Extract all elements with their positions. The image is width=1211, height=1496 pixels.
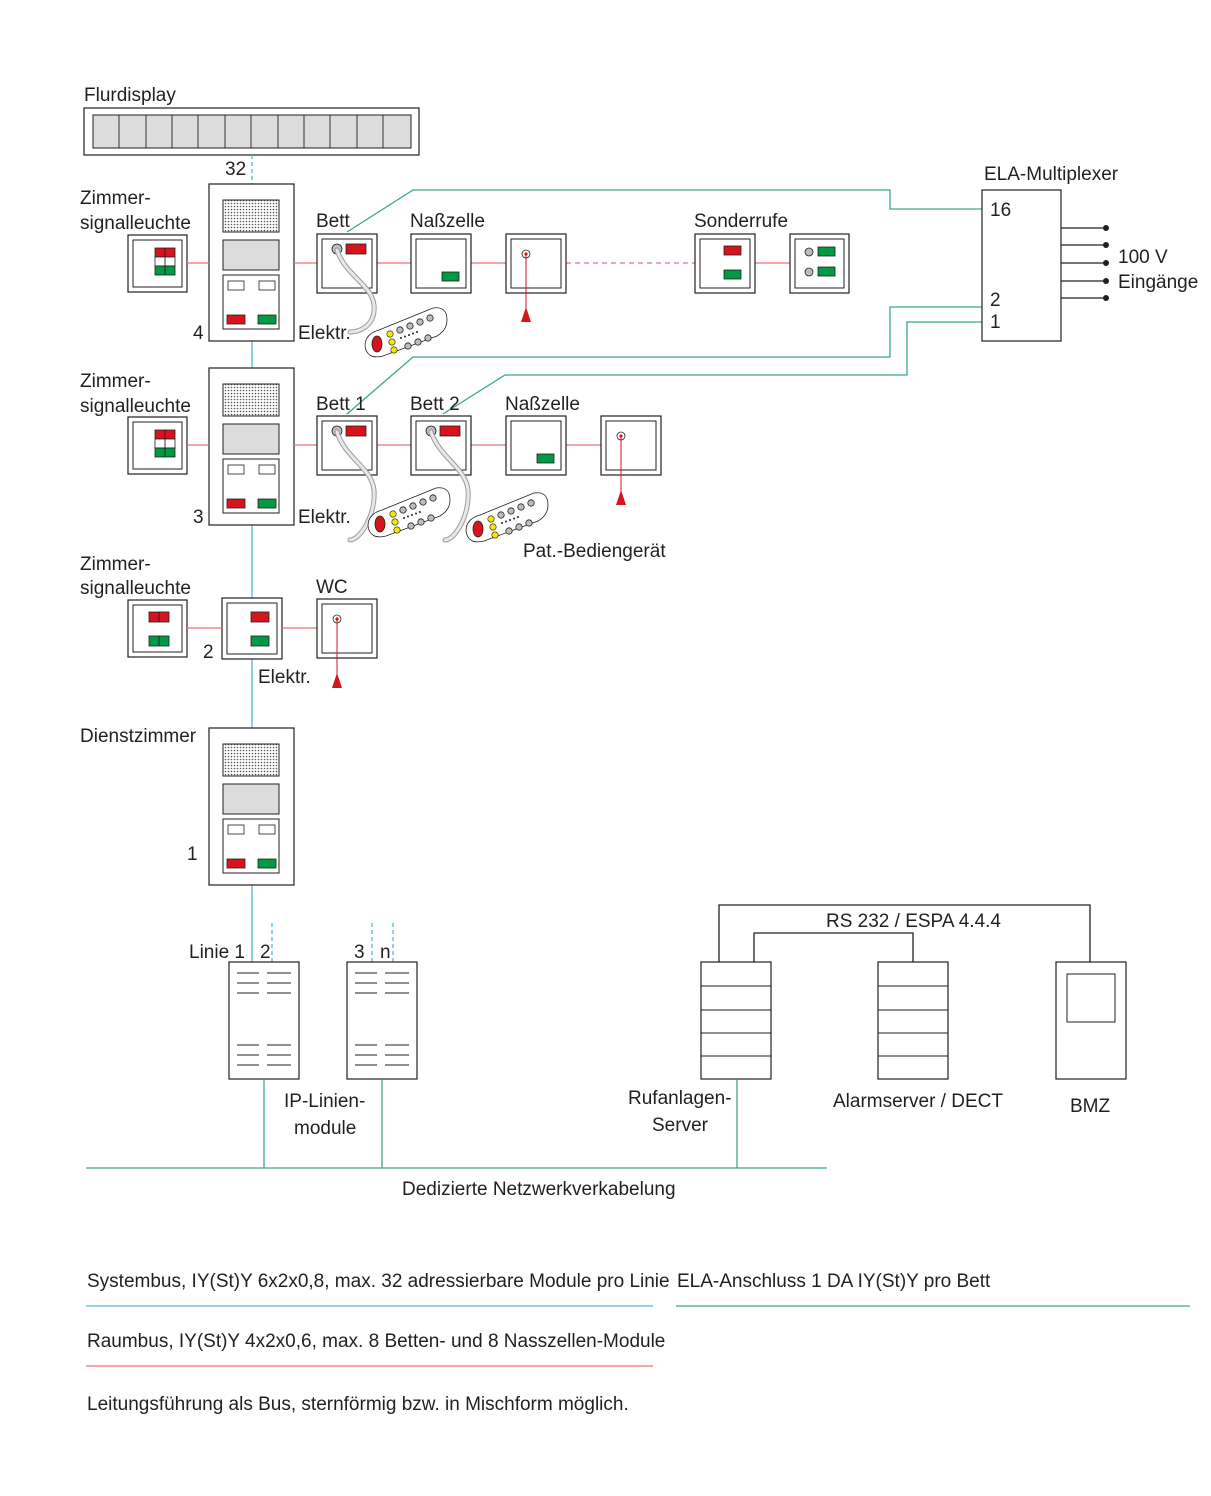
svg-text:Linie 1: Linie 1 xyxy=(189,942,245,963)
svg-text:Zimmer-: Zimmer- xyxy=(80,188,151,209)
svg-text:16: 16 xyxy=(990,200,1011,221)
special-call-module-b xyxy=(789,233,850,294)
svg-text:4: 4 xyxy=(193,323,204,344)
svg-text:signalleuchte: signalleuchte xyxy=(80,578,191,599)
signal-light-room-4 xyxy=(127,234,188,293)
svg-text:2: 2 xyxy=(203,642,214,663)
bed-module-3-1 xyxy=(316,415,378,476)
svg-text:Alarmserver / DECT: Alarmserver / DECT xyxy=(833,1091,1003,1112)
patient-handset-3-1 xyxy=(367,487,451,538)
svg-text:ELA-Multiplexer: ELA-Multiplexer xyxy=(984,164,1119,185)
room-terminal-3 xyxy=(208,367,295,526)
legend-leitung: Leitungsführung als Bus, sternförmig bzw… xyxy=(87,1394,629,1415)
svg-text:Zimmer-: Zimmer- xyxy=(80,371,151,392)
svg-text:Sonderrufe: Sonderrufe xyxy=(694,211,788,232)
legend-systembus: Systembus, IY(St)Y 6x2x0,8, max. 32 adre… xyxy=(87,1271,670,1292)
servers: RS 232 / ESPA 4.4.4 Rufanlagen- Server A… xyxy=(628,904,1127,1168)
svg-text:2: 2 xyxy=(260,942,271,963)
svg-text:RS 232 / ESPA 4.4.4: RS 232 / ESPA 4.4.4 xyxy=(826,911,1001,932)
svg-text:Bett 2: Bett 2 xyxy=(410,394,460,415)
svg-text:Pat.-Bediengerät: Pat.-Bediengerät xyxy=(523,541,666,562)
patient-handset-3-2 xyxy=(465,492,549,543)
svg-text:Elektr.: Elektr. xyxy=(298,323,351,344)
room-terminal-2 xyxy=(221,597,283,660)
duty-room-terminal xyxy=(208,727,295,886)
room-terminal-4 xyxy=(208,183,295,342)
svg-text:Bett 1: Bett 1 xyxy=(316,394,366,415)
signal-light-room-2 xyxy=(127,599,188,658)
bed-module-3-2 xyxy=(410,415,472,476)
room-3: Zimmer- signalleuchte 3 Elektr. Bett 1 B… xyxy=(80,367,666,562)
duty-room: Dienstzimmer 1 xyxy=(80,726,295,886)
special-call-module-a xyxy=(694,233,756,294)
signal-light-room-3 xyxy=(127,416,188,475)
svg-text:Elektr.: Elektr. xyxy=(258,667,311,688)
svg-text:Naßzelle: Naßzelle xyxy=(410,211,485,232)
pull-cord-3 xyxy=(600,415,662,476)
bmz-panel xyxy=(1055,961,1127,1080)
svg-text:Zimmer-: Zimmer- xyxy=(80,554,151,575)
svg-text:WC: WC xyxy=(316,577,348,598)
svg-text:1: 1 xyxy=(990,312,1001,333)
svg-text:Rufanlagen-: Rufanlagen- xyxy=(628,1088,732,1109)
bed-module-4 xyxy=(316,233,378,294)
wet-module-4 xyxy=(410,233,472,294)
legend: Systembus, IY(St)Y 6x2x0,8, max. 32 adre… xyxy=(86,1271,1190,1415)
legend-raumbus: Raumbus, IY(St)Y 4x2x0,6, max. 8 Betten-… xyxy=(87,1331,665,1352)
flurdisplay-label: Flurdisplay xyxy=(84,85,176,106)
svg-text:100 V: 100 V xyxy=(1118,247,1168,268)
room-2: Zimmer- signalleuchte 2 Elektr. WC xyxy=(80,554,378,688)
network-cabling: Dedizierte Netzwerkverkabelung xyxy=(86,1167,827,1200)
systembus-line xyxy=(251,341,394,962)
svg-text:3: 3 xyxy=(193,507,204,528)
call-system-server xyxy=(700,961,772,1080)
patient-handset-4 xyxy=(364,307,448,358)
svg-text:n: n xyxy=(380,942,391,963)
svg-text:2: 2 xyxy=(990,290,1001,311)
ela-lines xyxy=(346,189,982,415)
svg-text:Dedizierte Netzwerkverkabelung: Dedizierte Netzwerkverkabelung xyxy=(402,1179,676,1200)
room-4: Zimmer- signalleuchte 4 Elektr. Bett Naß… xyxy=(80,183,850,358)
pull-cord-4 xyxy=(505,233,567,294)
svg-text:3: 3 xyxy=(354,942,365,963)
alarm-server xyxy=(877,961,949,1080)
svg-text:Bett: Bett xyxy=(316,211,351,232)
svg-text:Server: Server xyxy=(652,1115,709,1136)
svg-text:Naßzelle: Naßzelle xyxy=(505,394,580,415)
svg-text:signalleuchte: signalleuchte xyxy=(80,213,191,234)
ip-module-1 xyxy=(228,961,300,1080)
pull-cord-2 xyxy=(316,598,378,659)
wet-module-3 xyxy=(505,415,567,476)
ip-module-2 xyxy=(346,961,418,1080)
ela-multiplexer: ELA-Multiplexer 16 2 1 100 V Eingänge xyxy=(981,164,1198,342)
address-32: 32 xyxy=(225,159,246,180)
svg-text:1: 1 xyxy=(187,844,198,865)
svg-text:Dienstzimmer: Dienstzimmer xyxy=(80,726,197,747)
svg-text:BMZ: BMZ xyxy=(1070,1096,1111,1117)
svg-text:module: module xyxy=(294,1118,356,1139)
legend-ela: ELA-Anschluss 1 DA IY(St)Y pro Bett xyxy=(677,1271,991,1292)
flurdisplay: Flurdisplay xyxy=(83,85,420,156)
svg-text:IP-Linien-: IP-Linien- xyxy=(284,1091,365,1112)
svg-text:signalleuchte: signalleuchte xyxy=(80,396,191,417)
svg-text:Elektr.: Elektr. xyxy=(298,507,351,528)
svg-text:Eingänge: Eingänge xyxy=(1118,272,1198,293)
ip-line-modules: Linie 1 2 3 n IP-Linien- module xyxy=(189,942,418,1168)
